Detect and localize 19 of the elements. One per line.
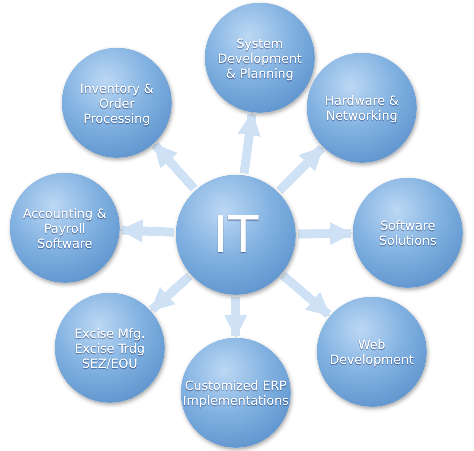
node-label: Software Solutions [378,218,438,248]
arrow [276,145,326,194]
arrow [238,112,262,174]
hub-label: IT [212,207,260,263]
node-label: Customized ERP Implementations [182,378,290,408]
arrow [152,142,198,192]
circle-node [307,53,417,163]
arrow [120,220,174,243]
arrow [298,222,354,246]
arrow [280,272,332,318]
node-label: Excise Mfg. Excise Trdg SEZ/EOU [74,326,146,370]
node-label: System Development & Planning [216,36,304,80]
node-label: Inventory & Order Processing [79,80,155,126]
hub-circle [176,175,296,295]
node-label: Accounting & Payroll Software [22,206,108,250]
node-label: Web Development [328,337,416,367]
node-label: Hardware & Networking [324,93,400,123]
arrow [149,273,193,314]
arrow [224,297,248,338]
